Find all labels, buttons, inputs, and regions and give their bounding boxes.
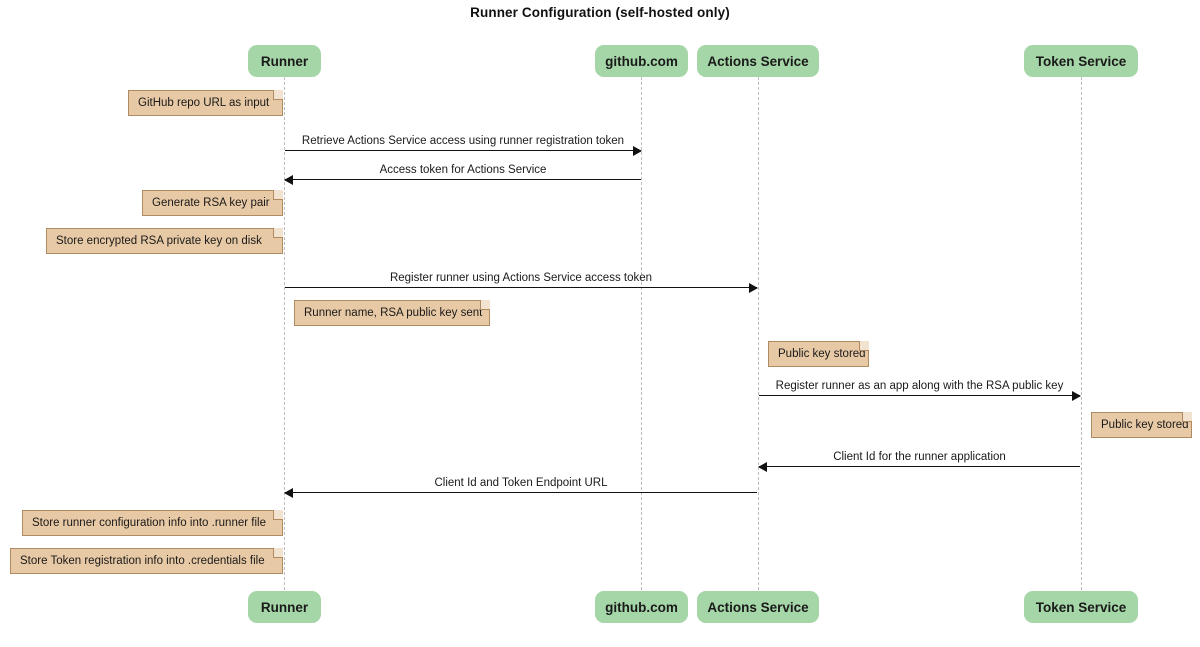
message-line	[285, 492, 757, 493]
note-fold-corner-icon	[273, 90, 283, 100]
note-text: Store runner configuration info into .ru…	[32, 517, 266, 529]
note-fold-corner-icon	[273, 190, 283, 200]
message-line	[285, 179, 641, 180]
message-label: Register runner as an app along with the…	[775, 380, 1064, 392]
note-text: Public key stored	[1101, 419, 1189, 431]
participant-actions-bottom[interactable]: Actions Service	[697, 591, 819, 623]
message-label: Register runner using Actions Service ac…	[389, 272, 653, 284]
participant-label: Actions Service	[707, 53, 809, 69]
note-fold-corner-icon	[273, 228, 283, 238]
participant-actions-top[interactable]: Actions Service	[697, 45, 819, 77]
note-generate-rsa-key-pair: Generate RSA key pair	[142, 190, 283, 216]
lifeline-token	[1081, 77, 1082, 590]
arrowhead-icon	[633, 145, 642, 156]
note-fold-corner-icon	[273, 510, 283, 520]
arrowhead-icon	[749, 282, 758, 293]
arrowhead-icon	[758, 461, 767, 472]
participant-token-top[interactable]: Token Service	[1024, 45, 1138, 77]
note-public-key-stored-1: Public key stored	[768, 341, 869, 367]
lifeline-actions	[758, 77, 759, 590]
participant-label: github.com	[605, 53, 678, 69]
arrowhead-icon	[284, 487, 293, 498]
participant-token-bottom[interactable]: Token Service	[1024, 591, 1138, 623]
message-line	[759, 466, 1080, 467]
participant-runner-top[interactable]: Runner	[248, 45, 321, 77]
participant-runner-bottom[interactable]: Runner	[248, 591, 321, 623]
participant-github-top[interactable]: github.com	[595, 45, 688, 77]
note-text: Store Token registration info into .cred…	[20, 555, 265, 567]
message-line	[285, 150, 641, 151]
note-fold-corner-icon	[273, 548, 283, 558]
note-github-repo-url: GitHub repo URL as input	[128, 90, 283, 116]
lifeline-github	[641, 77, 642, 590]
note-text: Public key stored	[778, 348, 866, 360]
participant-label: Token Service	[1035, 53, 1127, 69]
participant-label: Token Service	[1035, 599, 1127, 615]
arrowhead-icon	[284, 174, 293, 185]
participant-label: Runner	[260, 53, 309, 69]
message-label: Retrieve Actions Service access using ru…	[301, 135, 625, 147]
page-title: Runner Configuration (self-hosted only)	[470, 5, 730, 20]
note-text: Runner name, RSA public key sent	[304, 307, 483, 319]
message-label: Client Id and Token Endpoint URL	[434, 477, 608, 489]
participant-label: github.com	[605, 599, 678, 615]
note-fold-corner-icon	[1182, 412, 1192, 422]
message-label: Access token for Actions Service	[379, 164, 547, 176]
message-label: Client Id for the runner application	[833, 451, 1006, 463]
participant-github-bottom[interactable]: github.com	[595, 591, 688, 623]
note-text: GitHub repo URL as input	[138, 97, 270, 109]
note-public-key-stored-2: Public key stored	[1091, 412, 1192, 438]
note-runner-name-rsa-sent: Runner name, RSA public key sent	[294, 300, 490, 326]
note-store-token-registration: Store Token registration info into .cred…	[10, 548, 283, 574]
message-line	[285, 287, 757, 288]
note-text: Store encrypted RSA private key on disk	[56, 235, 262, 247]
note-fold-corner-icon	[859, 341, 869, 351]
arrowhead-icon	[1072, 390, 1081, 401]
message-line	[759, 395, 1080, 396]
participant-label: Actions Service	[707, 599, 809, 615]
participant-label: Runner	[260, 599, 309, 615]
note-store-runner-config: Store runner configuration info into .ru…	[22, 510, 283, 536]
note-store-encrypted-rsa: Store encrypted RSA private key on disk	[46, 228, 283, 254]
note-fold-corner-icon	[480, 300, 490, 310]
lifeline-runner	[284, 77, 285, 590]
note-text: Generate RSA key pair	[152, 197, 270, 209]
